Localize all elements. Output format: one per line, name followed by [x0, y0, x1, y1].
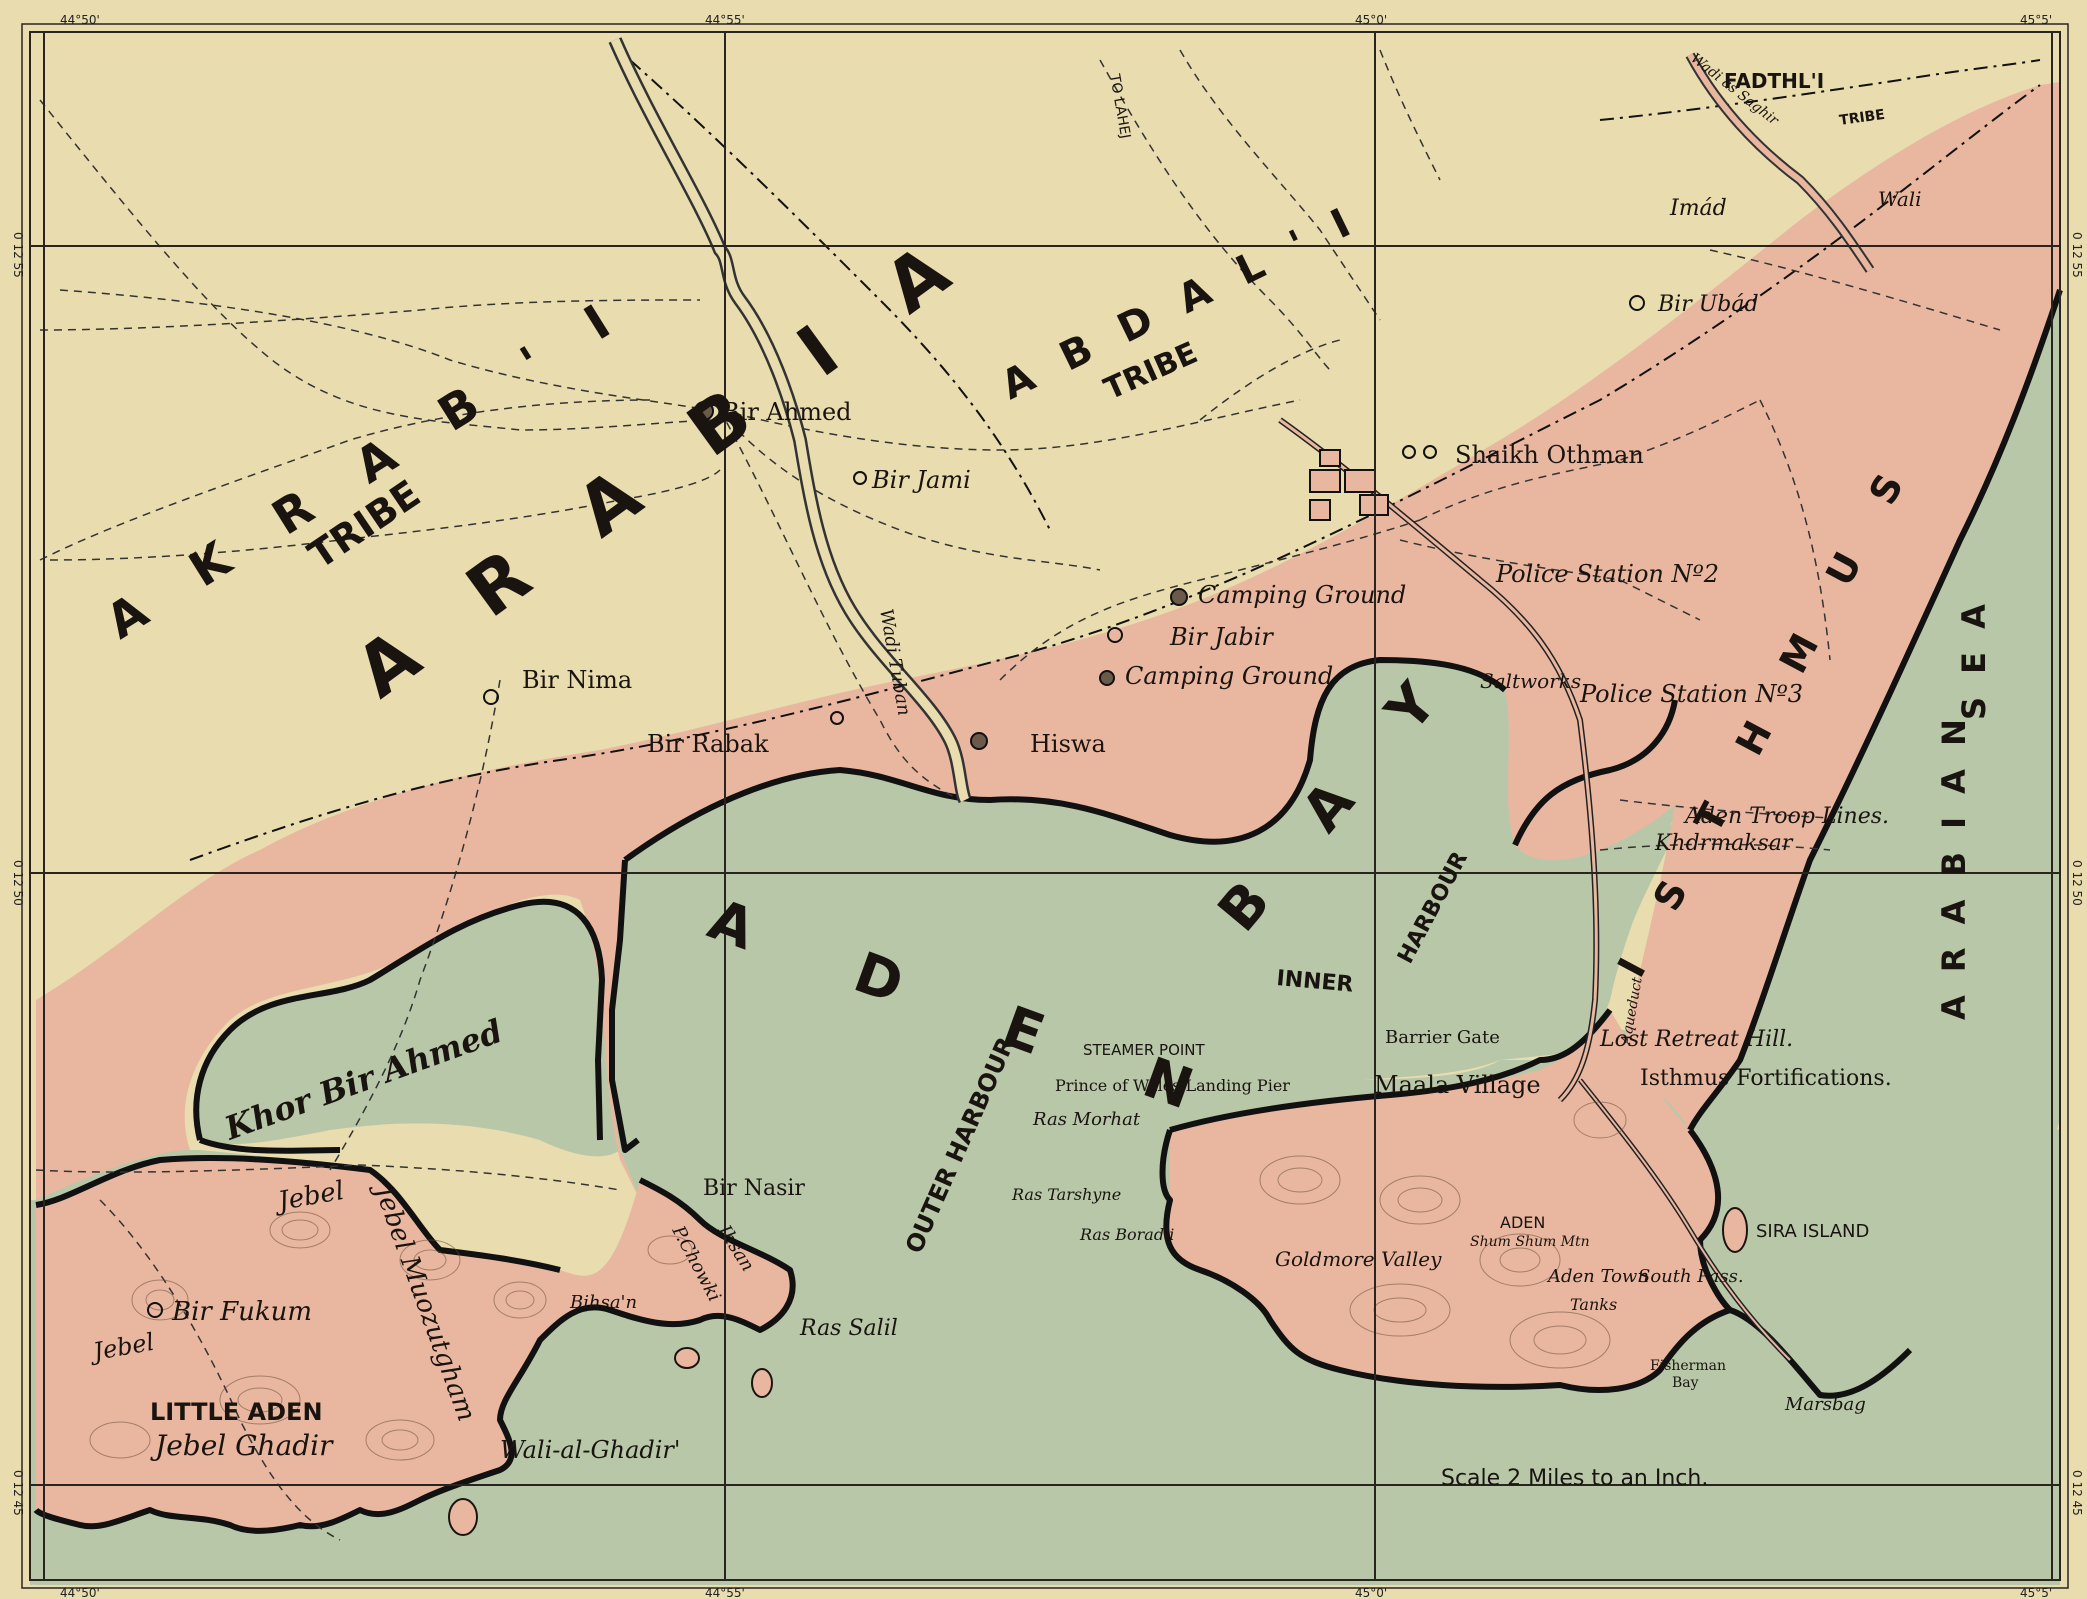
label-saltworks: Saltworks	[1480, 669, 1581, 693]
marker-camping-1	[1170, 588, 1188, 606]
label-barrier-gate: Barrier Gate	[1385, 1027, 1500, 1048]
marker-shaikh-othman-1	[1402, 445, 1416, 459]
deg-top-3: 45°0'	[1355, 13, 1387, 27]
label-camping-ground-1: Camping Ground	[1198, 581, 1406, 609]
label-bir-nasir: Bir Nasir	[703, 1176, 805, 1201]
hills	[89, 1101, 1627, 1461]
label-bir-nima: Bir Nima	[522, 666, 632, 694]
wadi-as-saghir-inner	[1687, 53, 1873, 272]
label-sea: S E A	[1955, 598, 1993, 720]
little-aden-land	[36, 1158, 793, 1531]
deg-bottom-2: 44°55'	[705, 1586, 745, 1599]
label-camping-ground-2: Camping Ground	[1125, 662, 1333, 690]
label-aden-town: Aden Town	[1546, 1266, 1649, 1287]
label-khormaksar: Khdrmaksar	[1654, 831, 1794, 856]
deg-top-2: 44°55'	[705, 13, 745, 27]
label-sira-island: SIRA ISLAND	[1756, 1221, 1869, 1242]
label-isthmus-fortifications: Isthmus Fortifications.	[1640, 1066, 1892, 1091]
deg-left-3: 0 12 45	[11, 1470, 25, 1516]
marker-bir-ahmed	[694, 401, 714, 421]
label-hiswa: Hiswa	[1030, 730, 1106, 758]
coastline	[33, 289, 2063, 1534]
marker-bir-rabak	[830, 711, 844, 725]
label-south-pass: South Pass.	[1638, 1266, 1744, 1287]
label-ras-tarshyne: Ras Tarshyne	[1011, 1185, 1121, 1204]
label-bir-jabir: Bir Jabir	[1169, 623, 1274, 651]
label-police-station-2: Police Station Nº2	[1495, 560, 1719, 588]
label-bir-fukum: Bir Fukum	[171, 1297, 312, 1327]
sira-island-land	[1722, 1207, 1748, 1253]
wadi-tuban-river-inner	[610, 38, 970, 803]
marker-bir-jami	[853, 471, 867, 485]
label-bir-jami: Bir Jami	[871, 466, 971, 494]
label-maala-village: Maala Village	[1374, 1071, 1541, 1099]
label-goldmore-valley: Goldmore Valley	[1275, 1247, 1442, 1271]
graticule	[21, 23, 2069, 1589]
label-ras-salil: Ras Salil	[799, 1316, 898, 1341]
marker-bir-nima	[483, 689, 499, 705]
label-ras-morhat: Ras Morhat	[1032, 1109, 1141, 1130]
label-little-aden: LITTLE ADEN	[150, 1398, 323, 1426]
label-aden-town-caps: ADEN	[1500, 1213, 1545, 1232]
deg-top-4: 45°5'	[2020, 13, 2052, 27]
label-bir-rabak: Bir Rabak	[647, 730, 769, 758]
deg-right-3: 0 12 45	[2070, 1470, 2084, 1516]
deg-left-1: 0 12 55	[11, 232, 25, 278]
arabian-sea	[1711, 290, 2060, 1400]
label-fisherman: Fisherman	[1650, 1358, 1726, 1374]
scale-text: Scale 2 Miles to an Inch.	[1441, 1466, 1708, 1491]
marker-hiswa	[970, 732, 988, 750]
deg-left-2: 0 12 50	[11, 860, 25, 906]
marker-bir-ubad	[1629, 295, 1645, 311]
boundary-fadthli	[1599, 59, 2041, 121]
label-police-station-3: Police Station Nº3	[1579, 680, 1803, 708]
label-ras-boradli: Ras Boradli	[1079, 1225, 1174, 1244]
deg-bottom-1: 44°50'	[60, 1586, 100, 1599]
label-fadthli: FADTHL'I	[1724, 69, 1824, 93]
boundary-north	[629, 59, 1051, 531]
deg-right-1: 0 12 55	[2070, 232, 2084, 278]
label-marsbag: Marsbag	[1784, 1394, 1866, 1415]
islet-1	[674, 1347, 700, 1369]
label-fadthli-tribe: TRIBE	[1838, 107, 1886, 129]
label-wali: Wali	[1878, 187, 1922, 211]
marker-bir-fukum	[147, 1302, 163, 1318]
deg-right-2: 0 12 50	[2070, 860, 2084, 906]
label-shaikh-othman: Shaikh Othman	[1455, 441, 1644, 469]
label-wali-al-ghadir: Wali-al-Ghadir'	[500, 1436, 681, 1464]
label-prince-of-wales-pier: Prince of Wales Landing Pier	[1055, 1076, 1290, 1095]
label-bir-ubad: Bir Ubád	[1657, 292, 1759, 317]
place-markers	[147, 295, 1645, 1318]
marker-shaikh-othman-2	[1423, 445, 1437, 459]
label-jebel-ghadir: Jebel Ghadir	[150, 1429, 334, 1462]
deg-bottom-3: 45°0'	[1355, 1586, 1387, 1599]
islet-3	[448, 1498, 478, 1536]
label-aden-troop-lines: Aden Troop Lines.	[1683, 804, 1889, 829]
label-imad: Imád	[1669, 196, 1727, 221]
aden-road-inner	[1579, 1079, 1791, 1361]
label-bihsan: Bihsa'n	[569, 1292, 637, 1313]
tracks	[35, 49, 2001, 1541]
deg-bottom-4: 45°5'	[2020, 1586, 2052, 1599]
label-bir-ahmed: Bir Ahmed	[722, 398, 852, 426]
khor-bir-ahmed-water	[196, 901, 625, 1157]
islet-2	[751, 1368, 773, 1398]
tribal-boundary	[189, 84, 2041, 861]
label-steamer-point: STEAMER POINT	[1083, 1041, 1206, 1059]
label-lost-retreat-hill: Lost Retreat Hill.	[1599, 1027, 1793, 1052]
label-shum-shum-mtn: Shum Shum Mtn	[1470, 1234, 1590, 1250]
pink-mainland	[36, 82, 2060, 1200]
label-fisherman-bay: Bay	[1672, 1375, 1699, 1391]
marker-bir-jabir	[1107, 627, 1123, 643]
label-arabian: A R A B I A N	[1935, 713, 1973, 1020]
main-road-inner	[1279, 418, 1598, 1102]
marker-camping-2	[1099, 670, 1115, 686]
label-tanks: Tanks	[1570, 1295, 1617, 1314]
deg-top-1: 44°50'	[60, 13, 100, 27]
